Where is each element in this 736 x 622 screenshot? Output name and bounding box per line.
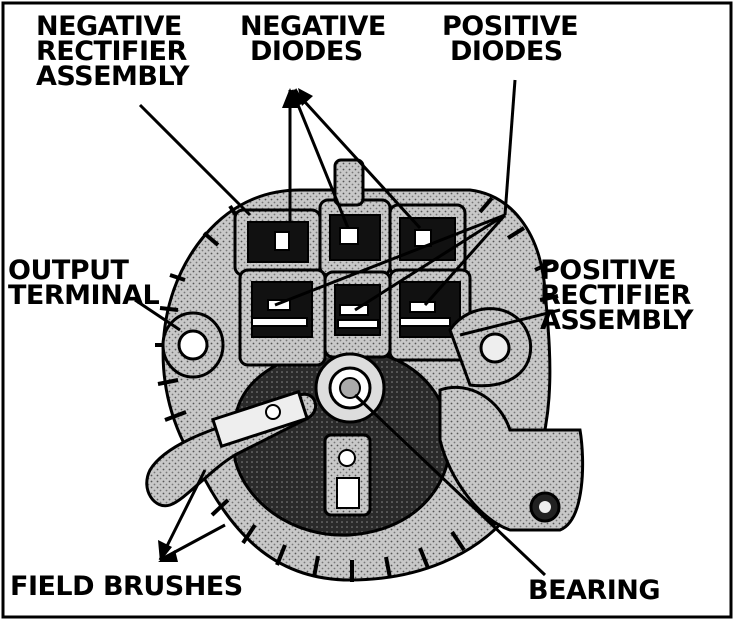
label-line: OUTPUT — [8, 255, 129, 286]
label-line: BEARING — [528, 575, 661, 606]
label-positive-rectifier-assembly: POSITIVE RECTIFIER ASSEMBLY — [540, 255, 694, 336]
label-negative-diodes: NEGATIVE DIODES — [240, 11, 386, 67]
leader-bearing — [353, 393, 547, 577]
leader-negative-diodes-b — [290, 89, 350, 229]
label-output-terminal: OUTPUT TERMINAL — [8, 255, 160, 311]
label-line: ASSEMBLY — [540, 305, 694, 336]
leader-lines — [134, 79, 561, 577]
label-field-brushes: FIELD BRUSHES — [10, 571, 243, 602]
fin-teeth — [155, 196, 559, 582]
label-line: POSITIVE — [540, 255, 677, 286]
label-line: DIODES — [450, 36, 563, 67]
leader-positive-rectifier — [459, 308, 561, 337]
label-line: RECTIFIER — [540, 280, 691, 311]
label-positive-diodes: POSITIVE DIODES — [442, 11, 579, 67]
label-negative-rectifier-assembly: NEGATIVE RECTIFIER ASSEMBLY — [36, 11, 190, 92]
label-line: POSITIVE — [442, 11, 579, 42]
leader-positive-diodes-d — [423, 214, 507, 306]
label-line: ASSEMBLY — [36, 61, 190, 92]
leader-negative-rectifier — [138, 103, 252, 217]
leader-positive-diodes-a — [503, 79, 517, 216]
bearing-center — [339, 377, 361, 399]
label-line: NEGATIVE — [240, 11, 386, 42]
label-bearing: BEARING — [528, 575, 661, 606]
label-line: NEGATIVE — [36, 11, 182, 42]
label-line: DIODES — [250, 36, 363, 67]
leader-output-terminal — [134, 298, 181, 332]
leader-positive-diodes-c — [354, 213, 506, 312]
label-line: RECTIFIER — [36, 36, 187, 67]
brush-holder-plate — [210, 389, 310, 449]
leader-positive-diodes-b — [274, 213, 506, 307]
ear-bolt — [479, 332, 511, 364]
leader-negative-diodes-c — [292, 88, 422, 230]
label-line: FIELD BRUSHES — [10, 571, 243, 602]
output-terminal-nut — [177, 329, 209, 361]
label-line: TERMINAL — [8, 280, 160, 311]
arrowheads — [158, 88, 313, 562]
